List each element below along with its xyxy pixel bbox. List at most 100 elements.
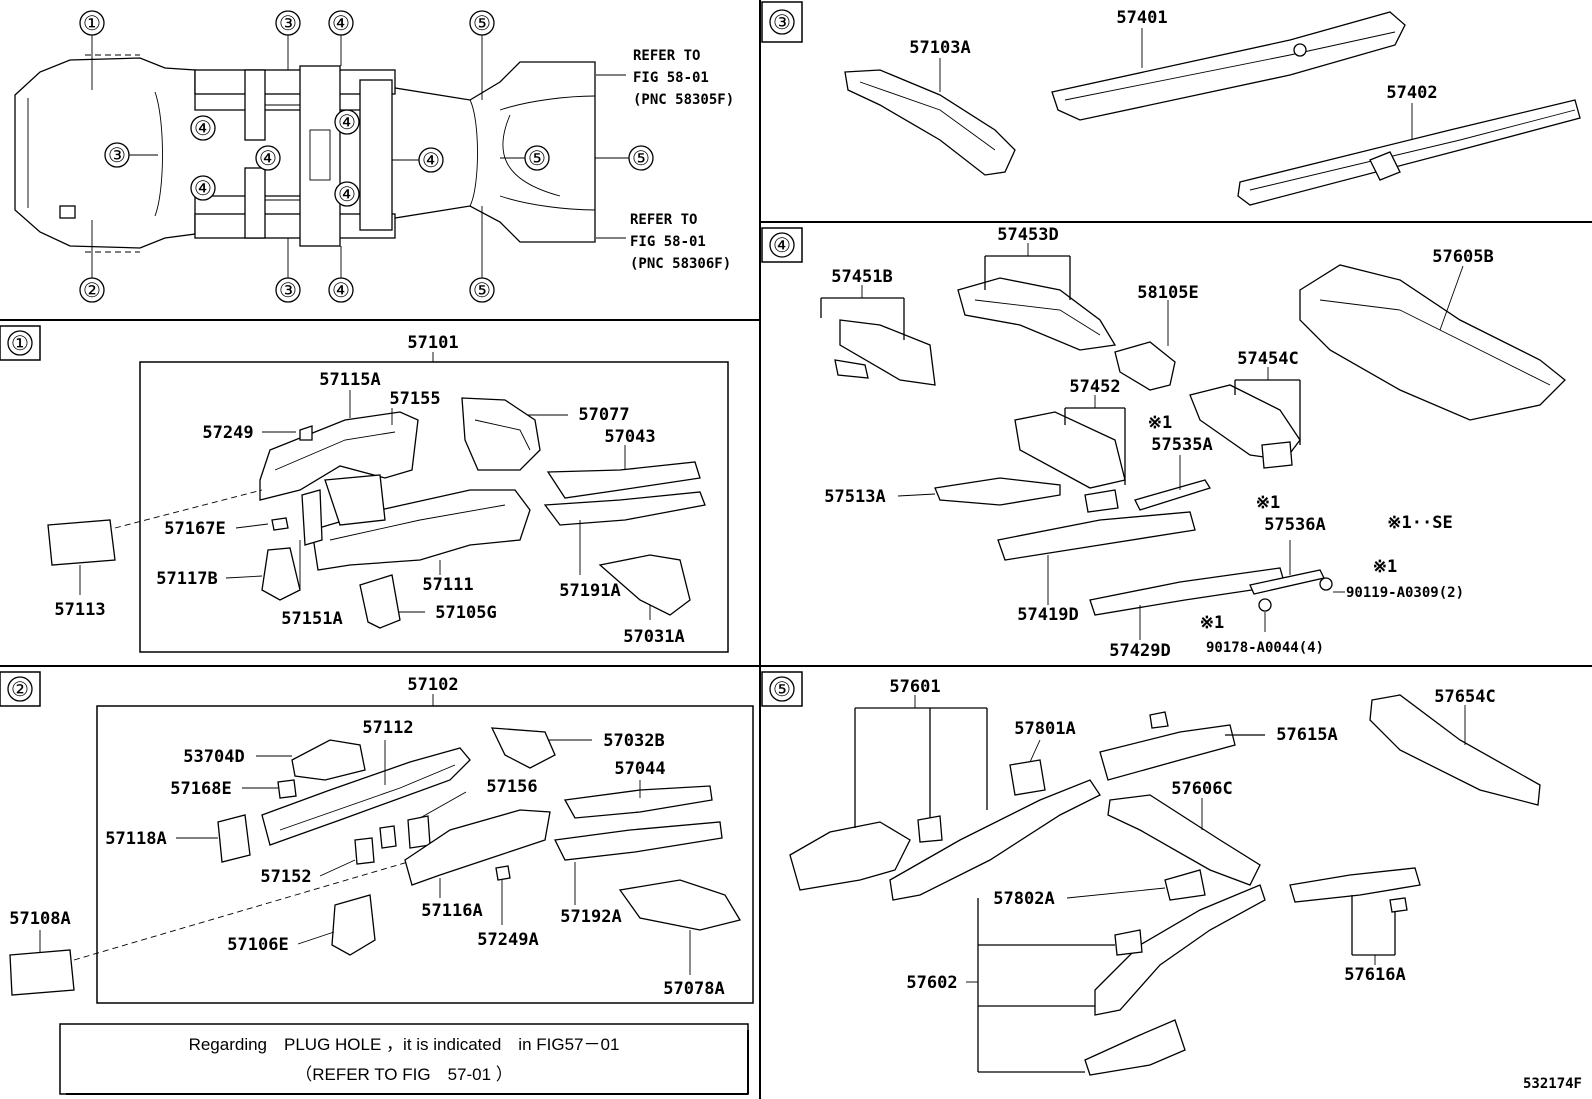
part-57615A-shape xyxy=(1099,724,1236,781)
label-58105E: 58105E xyxy=(1137,283,1198,303)
label-57078A: 57078A xyxy=(663,979,724,999)
overview-callout-2: ② xyxy=(83,278,101,302)
overview-callout-3c: ③ xyxy=(108,143,126,167)
overview-callout-4e: ④ xyxy=(259,146,277,170)
overview-callout-5b: ⑤ xyxy=(473,278,491,302)
label-57453D: 57453D xyxy=(997,225,1058,245)
label-57513A: 57513A xyxy=(824,487,885,507)
overview-callout-3a: ③ xyxy=(279,11,297,35)
part-57044-shape xyxy=(563,785,713,819)
panel-4: ④ 57453D xyxy=(761,225,1566,661)
part-57601-rail-shape xyxy=(889,779,1101,901)
part-57168E-shape xyxy=(277,779,297,799)
panel-4-tag: ④ xyxy=(773,233,791,257)
svg-text:(PNC 58305F): (PNC 58305F) xyxy=(633,92,734,108)
svg-text:FIG 58-01: FIG 58-01 xyxy=(633,70,709,86)
part-57115A-shape xyxy=(259,411,419,501)
label-57108A: 57108A xyxy=(9,909,70,929)
label-57117B: 57117B xyxy=(156,569,217,589)
part-57106E-shape xyxy=(331,894,376,956)
overview-callout-4a: ④ xyxy=(332,11,350,35)
label-57191A: 57191A xyxy=(559,581,620,601)
label-57112: 57112 xyxy=(362,718,413,738)
label-57156: 57156 xyxy=(486,777,537,797)
part-57103A-shape xyxy=(844,69,1016,176)
label-57031A: 57031A xyxy=(623,627,684,647)
overview-callout-4f: ④ xyxy=(338,110,356,134)
panel-3: ③ 57401 57103A 57402 xyxy=(761,1,1581,206)
label-57167E: 57167E xyxy=(164,519,225,539)
label-57615A: 57615A xyxy=(1276,725,1337,745)
plug-hole-note: Regarding PLUG HOLE ，it is indicated in … xyxy=(59,1023,749,1095)
overview-refer-bottom: REFER TO FIG 58-01 (PNC 58306F) xyxy=(596,212,731,272)
label-57115A: 57115A xyxy=(319,370,380,390)
part-57605B-shape xyxy=(1299,264,1566,421)
overview-callout-3b: ③ xyxy=(279,278,297,302)
part-57801A-shape xyxy=(1009,759,1046,796)
part-57112-shape xyxy=(261,747,471,846)
label-57602: 57602 xyxy=(906,973,957,993)
label-57118A: 57118A xyxy=(105,829,166,849)
label-57606C: 57606C xyxy=(1171,779,1232,799)
overview-callout-1: ① xyxy=(83,11,101,35)
label-57249: 57249 xyxy=(202,423,253,443)
part-57167E-shape xyxy=(271,517,289,531)
overview-callout-5d: ⑤ xyxy=(632,146,650,170)
overview-refer-top: REFER TO FIG 58-01 (PNC 58305F) xyxy=(596,48,734,108)
part-57031A-shape xyxy=(598,554,691,616)
label-57168E: 57168E xyxy=(170,779,231,799)
label-57152: 57152 xyxy=(260,867,311,887)
overview-callouts: ① ② ③ ③ ③ ④ ④ ④ ④ ④ ④ ④ ④ ⑤ ⑤ ⑤ xyxy=(79,10,654,303)
overview-callout-5a: ⑤ xyxy=(473,11,491,35)
part-57616A-shape xyxy=(1289,867,1421,903)
label-57116A: 57116A xyxy=(421,901,482,921)
label-90119-note: ※1 xyxy=(1373,557,1397,577)
panel-3-tag: ③ xyxy=(773,10,791,34)
label-57249A: 57249A xyxy=(477,930,538,950)
part-57654C-shape xyxy=(1369,694,1541,806)
part-57451B-shape xyxy=(839,319,936,386)
part-57453D-shape xyxy=(957,277,1117,351)
label-90178-note: ※1 xyxy=(1200,613,1224,633)
label-57605B: 57605B xyxy=(1432,247,1493,267)
panel-5: ⑤ 57601 57801A 57615A 57654C 57606C 5780… xyxy=(761,671,1582,1092)
part-90119-A0309-shape xyxy=(1319,577,1333,591)
part-57155-shape xyxy=(324,474,386,526)
overview-callout-4c: ④ xyxy=(194,116,212,140)
part-57602-front-shape xyxy=(1084,1019,1186,1076)
overview-callout-4g: ④ xyxy=(338,182,356,206)
label-57192A: 57192A xyxy=(560,907,621,927)
part-57152-shape xyxy=(354,837,375,865)
label-90178-A0044: 90178-A0044(4) xyxy=(1206,640,1324,656)
part-57043-shape xyxy=(546,461,701,499)
label-57401: 57401 xyxy=(1116,8,1167,28)
part-57419D-shape xyxy=(997,511,1196,561)
part-57077-shape xyxy=(461,397,541,471)
part-57601-front-shape xyxy=(789,821,911,891)
label-57451B: 57451B xyxy=(831,267,892,287)
label-57429D: 57429D xyxy=(1109,641,1170,661)
label-57032B: 57032B xyxy=(603,731,664,751)
overview-floor-plan: ① ② ③ ③ ③ ④ ④ ④ ④ ④ ④ ④ ④ ⑤ ⑤ ⑤ xyxy=(14,10,734,303)
part-90178-A0044-shape xyxy=(1258,598,1272,612)
part-57602-rail-shape xyxy=(1094,884,1266,1016)
part-53704D-shape xyxy=(291,739,366,781)
label-57536A-note: ※1 xyxy=(1256,493,1280,513)
svg-text:(PNC 58306F): (PNC 58306F) xyxy=(630,256,731,272)
svg-text:REFER TO: REFER TO xyxy=(630,212,697,228)
panel-1-tag: ① xyxy=(11,331,29,355)
label-57105G: 57105G xyxy=(435,603,496,623)
part-57151A-shape xyxy=(301,489,323,546)
label-90119-A0309: 90119-A0309(2) xyxy=(1346,585,1464,601)
label-57106E: 57106E xyxy=(227,935,288,955)
label-57103A: 57103A xyxy=(909,38,970,58)
part-57535A-shape xyxy=(1134,479,1211,511)
label-57419D: 57419D xyxy=(1017,605,1078,625)
part-57117B-shape xyxy=(261,547,301,601)
part-57249A-shape xyxy=(495,865,511,881)
label-57536A: 57536A xyxy=(1264,515,1325,535)
label-57155: 57155 xyxy=(389,389,440,409)
panel-2-group-label: 57102 xyxy=(407,675,458,695)
